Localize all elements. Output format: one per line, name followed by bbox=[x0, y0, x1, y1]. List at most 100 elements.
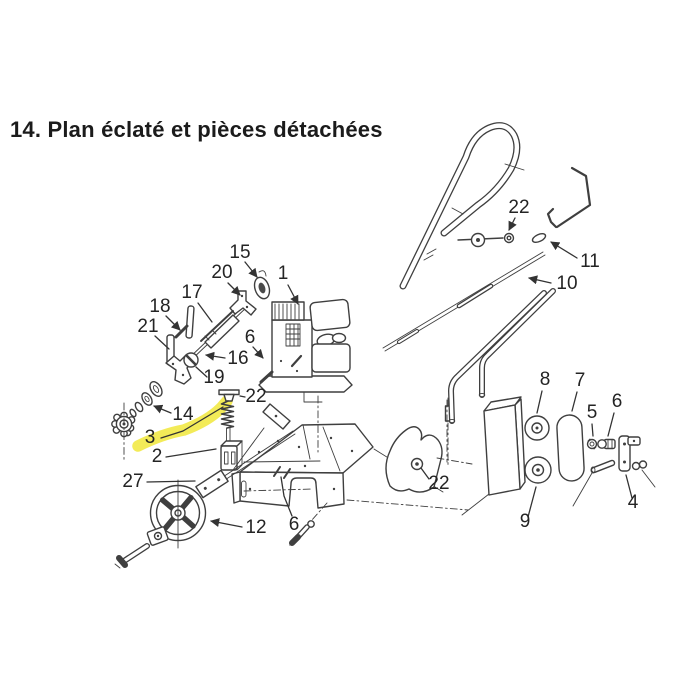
handle-leader-stub bbox=[504, 163, 525, 171]
deck-bolt-6 bbox=[288, 502, 328, 547]
part-label-10: 10 bbox=[556, 273, 577, 294]
flywheel-screen bbox=[285, 323, 301, 347]
deck-top bbox=[239, 423, 374, 474]
part-label-5: 5 bbox=[587, 402, 598, 423]
part-label-6: 6 bbox=[245, 327, 256, 348]
leader-line-part-17 bbox=[197, 302, 213, 323]
part-label-12: 12 bbox=[245, 517, 266, 538]
leader-line-part-6 bbox=[607, 412, 615, 437]
part-label-1: 1 bbox=[278, 263, 289, 284]
leader-line-part-21 bbox=[154, 335, 170, 350]
spring bbox=[220, 400, 235, 429]
leader-line-part-22 bbox=[239, 395, 246, 398]
left-bracket-parts bbox=[165, 305, 234, 385]
part-label-22: 22 bbox=[245, 386, 266, 407]
leader-line-part-19 bbox=[195, 366, 208, 378]
pin-18 bbox=[174, 324, 189, 339]
part-label-22: 22 bbox=[428, 473, 449, 494]
part-label-21: 21 bbox=[137, 316, 158, 337]
leader-line-part-15 bbox=[244, 261, 258, 278]
leader-line-part-7 bbox=[571, 391, 578, 412]
bracket-4 bbox=[618, 435, 641, 472]
leader-line-part-10 bbox=[528, 275, 552, 285]
leader-line-part-6 bbox=[252, 346, 264, 359]
part-label-15: 15 bbox=[229, 242, 250, 263]
engine-base bbox=[258, 375, 353, 393]
centerlines bbox=[243, 395, 473, 511]
lower-handle bbox=[448, 288, 556, 424]
part-label-4: 4 bbox=[628, 492, 639, 513]
leader-line-part-1 bbox=[287, 284, 299, 305]
clip bbox=[631, 460, 656, 488]
belt-7 bbox=[556, 414, 585, 482]
deck-front bbox=[239, 471, 345, 509]
engine bbox=[258, 298, 353, 403]
leader-line-part-16 bbox=[205, 351, 226, 361]
leader-line-part-22 bbox=[508, 217, 517, 231]
part-label-6: 6 bbox=[612, 391, 623, 412]
part-label-22: 22 bbox=[508, 197, 529, 218]
leader-line-part-5 bbox=[591, 423, 594, 437]
leader-line-part-8 bbox=[536, 390, 543, 414]
part-label-6: 6 bbox=[289, 514, 300, 535]
engine-lower-housing bbox=[311, 343, 351, 373]
wheel-pivot-pin bbox=[114, 526, 169, 569]
page-title: 14. Plan éclaté et pièces détachées bbox=[10, 117, 383, 142]
lever-17 bbox=[185, 305, 195, 339]
leader-line-part-4 bbox=[625, 474, 633, 499]
part-label-9: 9 bbox=[520, 511, 531, 532]
part-label-20: 20 bbox=[211, 262, 232, 283]
engine-block bbox=[271, 319, 313, 378]
screw-22 bbox=[410, 457, 424, 471]
leader-line-part-3 bbox=[160, 406, 224, 439]
leader-line-part-22 bbox=[420, 467, 430, 480]
bolt-6-right bbox=[597, 438, 616, 450]
leader-line-part-27 bbox=[146, 480, 196, 483]
bracket-2 bbox=[220, 440, 243, 471]
leader-line-part-2 bbox=[165, 448, 217, 458]
right-parts bbox=[461, 396, 656, 516]
part-label-18: 18 bbox=[149, 296, 170, 317]
washer bbox=[503, 232, 515, 244]
part-label-16: 16 bbox=[227, 348, 248, 369]
bracket-20 bbox=[229, 290, 257, 316]
engine-fins bbox=[271, 301, 305, 321]
blade-axle bbox=[195, 403, 296, 499]
upper-handle bbox=[399, 122, 525, 290]
leader-line-part-12 bbox=[210, 518, 243, 528]
part-label-27: 27 bbox=[122, 471, 143, 492]
control-rod-10 bbox=[382, 251, 546, 467]
part-label-17: 17 bbox=[181, 282, 202, 303]
brake-rod bbox=[531, 166, 592, 244]
leader-line-part-14 bbox=[153, 404, 172, 414]
deck-left-flange bbox=[231, 471, 241, 504]
washer-stack-14 bbox=[111, 381, 163, 463]
pulley-9 bbox=[524, 456, 552, 484]
leader-line-part-18 bbox=[165, 315, 181, 331]
nut-5 bbox=[586, 438, 598, 450]
link-11 bbox=[531, 232, 547, 244]
part-label-2: 2 bbox=[152, 446, 163, 467]
part-label-7: 7 bbox=[575, 370, 586, 391]
side-block bbox=[461, 396, 526, 516]
guard-flap bbox=[385, 426, 443, 493]
part-label-11: 11 bbox=[580, 251, 600, 272]
pulley-8 bbox=[524, 415, 550, 441]
handle-mount-shaft-16 bbox=[186, 270, 271, 363]
part-label-8: 8 bbox=[540, 369, 551, 390]
handle-knob-bolt-22 bbox=[457, 232, 515, 248]
axle-bracket-27 bbox=[195, 469, 229, 499]
part-label-19: 19 bbox=[203, 367, 224, 388]
part-label-14: 14 bbox=[172, 404, 194, 425]
clevis-pin bbox=[572, 459, 616, 507]
disc-15 bbox=[253, 270, 271, 300]
part-label-3-highlighted: 3 bbox=[145, 427, 156, 448]
leader-line-part-20 bbox=[227, 282, 241, 296]
fuel-tank bbox=[309, 298, 351, 332]
leader-line-part-11 bbox=[550, 241, 578, 259]
star-nut bbox=[111, 411, 136, 438]
leader-line-part-6 bbox=[280, 476, 293, 517]
